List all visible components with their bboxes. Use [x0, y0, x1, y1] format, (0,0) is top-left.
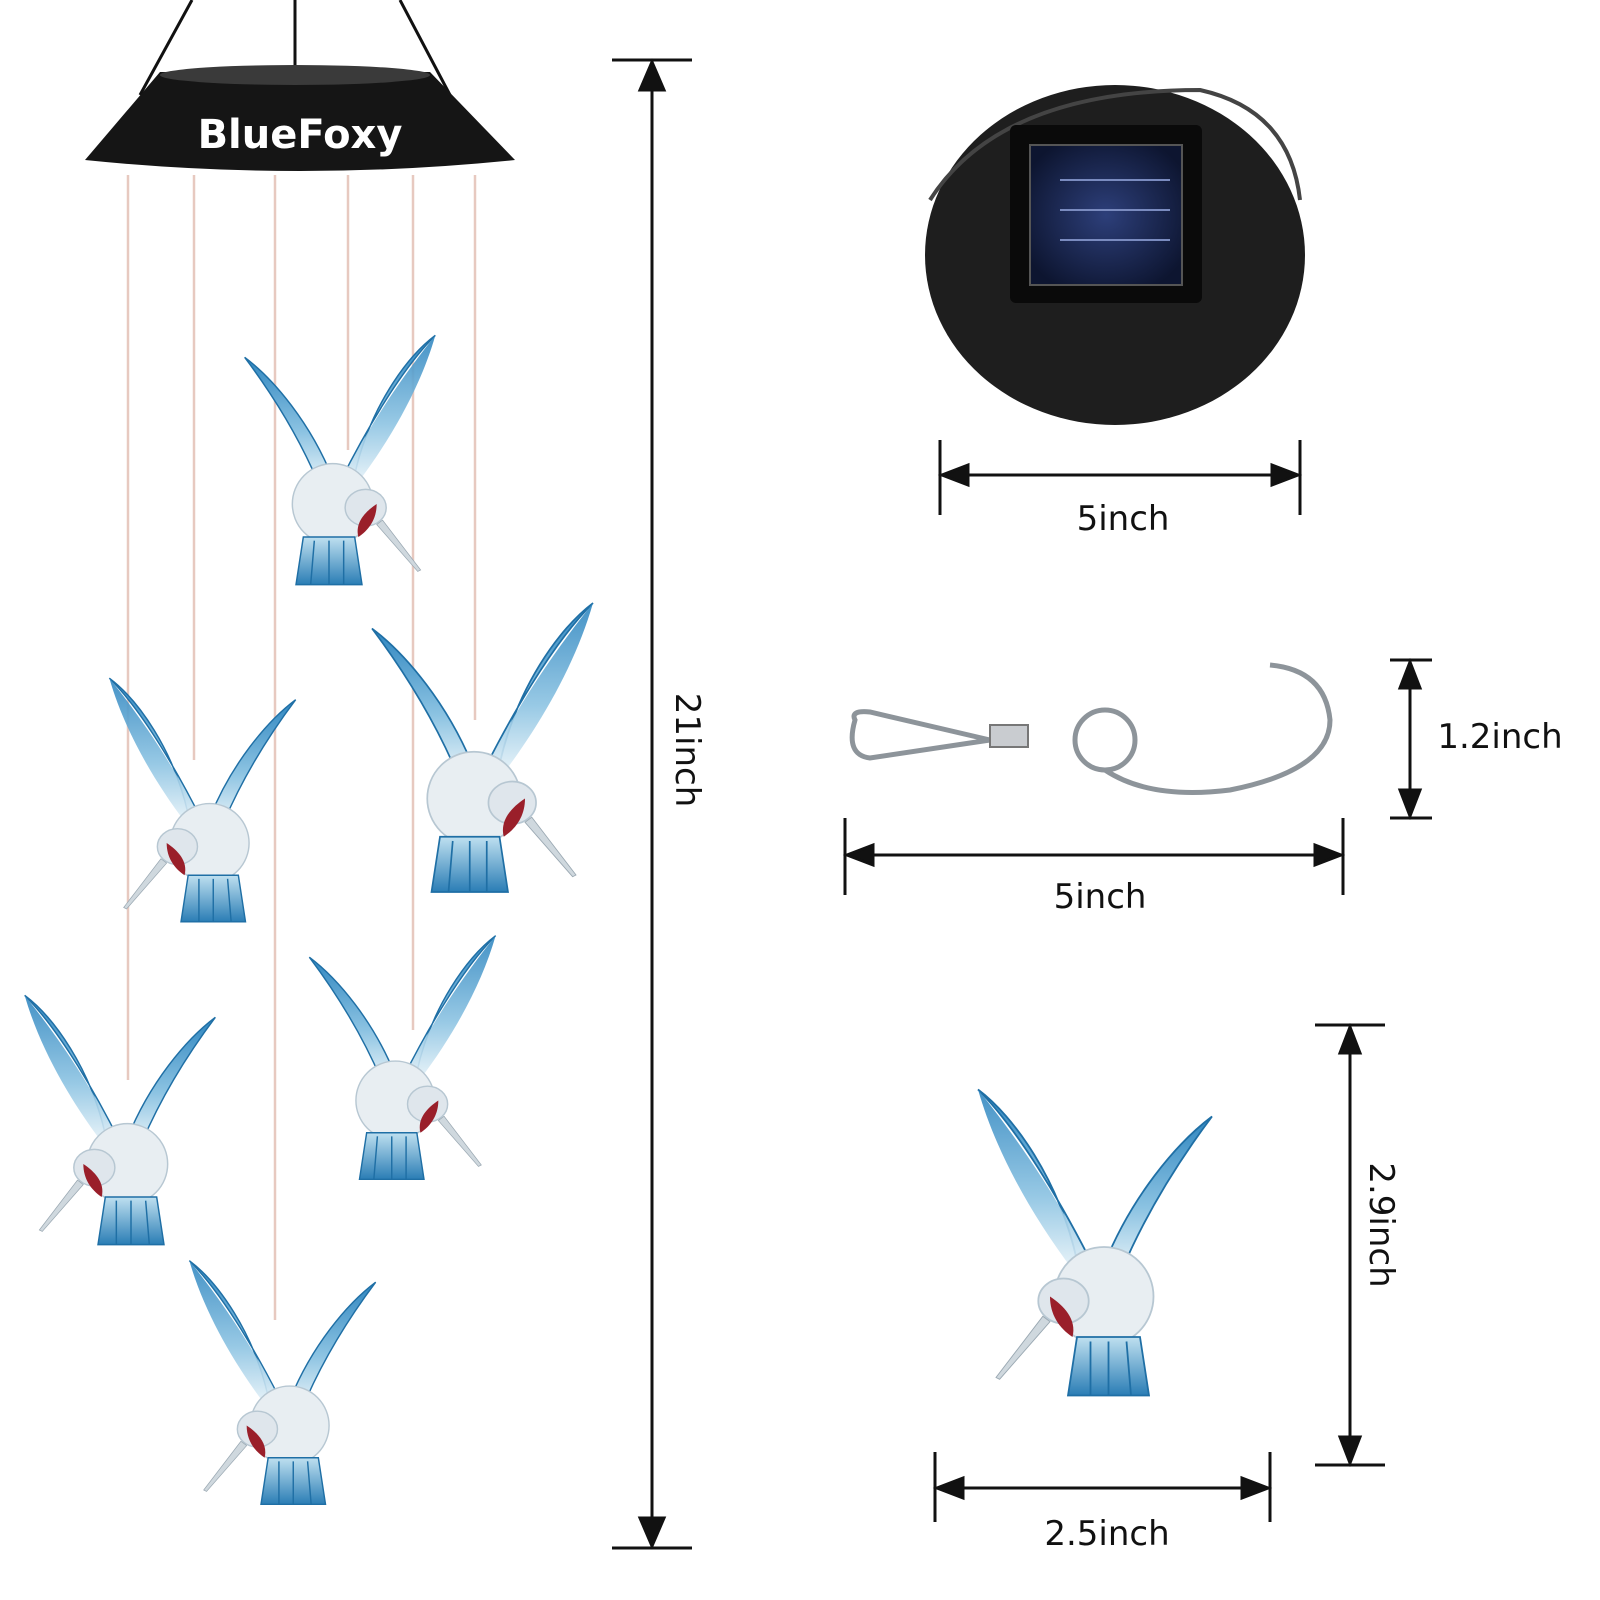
chime-cap: [85, 72, 515, 171]
hummingbird: [188, 1259, 377, 1506]
hook-width-dimension: [842, 818, 1346, 895]
brand-logo: BlueFoxy: [198, 112, 403, 158]
bird-width-label: 2.5inch: [1044, 1514, 1169, 1554]
hook-width-label: 5inch: [1054, 877, 1147, 917]
hook-height-dimension: [1390, 657, 1432, 821]
chime-strings: [126, 175, 477, 1320]
wind-chime: BlueFoxy: [23, 0, 595, 1506]
solar-top: [925, 85, 1305, 425]
solar-panel: [1029, 144, 1183, 286]
hummingbird: [370, 601, 595, 894]
hummingbird: [23, 994, 217, 1246]
single-hummingbird: [976, 1088, 1214, 1397]
hummingbird: [308, 934, 497, 1181]
hook-height-label: 1.2inch: [1437, 717, 1562, 757]
solar-width-label: 5inch: [1077, 499, 1170, 539]
solar-width-dimension: [937, 440, 1303, 515]
height-dimension: [612, 58, 692, 1550]
bird-height-dimension: [1315, 1022, 1385, 1468]
bird-width-dimension: [932, 1452, 1273, 1522]
hummingbird: [108, 677, 297, 923]
height-label: 21inch: [667, 693, 707, 808]
bird-height-label: 2.9inch: [1361, 1162, 1401, 1287]
swivel-hook: [849, 662, 1333, 795]
hummingbird: [243, 334, 437, 586]
